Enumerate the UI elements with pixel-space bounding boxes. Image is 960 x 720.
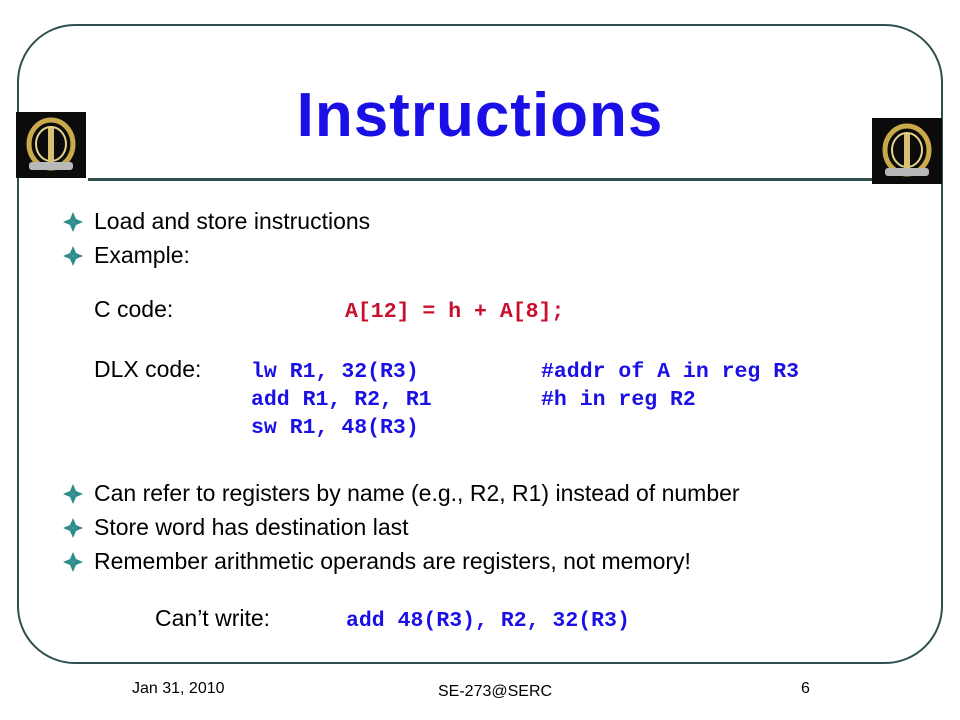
bullet-text: Load and store instructions xyxy=(94,208,371,234)
slide-frame xyxy=(17,24,943,664)
cant-write-code: add 48(R3), R2, 32(R3) xyxy=(346,609,630,633)
footer-date: Jan 31, 2010 xyxy=(132,680,225,697)
footer-center: SE-273@SERC xyxy=(438,683,553,700)
title-underline xyxy=(88,178,888,181)
dlx-instr-1: lw R1, 32(R3) xyxy=(251,360,419,384)
diamond-bullet-icon xyxy=(63,211,83,232)
bullet-item: Remember arithmetic operands are registe… xyxy=(62,548,691,575)
bullet-text: Store word has destination last xyxy=(94,514,409,540)
dlx-instr-3: sw R1, 48(R3) xyxy=(251,416,419,440)
diamond-bullet-icon xyxy=(63,483,83,504)
diamond-bullet-icon xyxy=(63,245,83,266)
bullet-item: Can refer to registers by name (e.g., R2… xyxy=(62,480,740,507)
cant-write-label: Can’t write: xyxy=(155,605,271,631)
bullet-item: Store word has destination last xyxy=(62,514,409,541)
bullet-text: Example: xyxy=(94,242,190,268)
c-code-label: C code: xyxy=(94,296,174,322)
dlx-comment-2: #h in reg R2 xyxy=(541,388,696,412)
bullet-text: Remember arithmetic operands are registe… xyxy=(94,548,691,574)
dlx-code-label: DLX code: xyxy=(94,356,202,382)
emblem-icon xyxy=(872,118,942,184)
bullet-text: Can refer to registers by name (e.g., R2… xyxy=(94,480,740,506)
slide-title: Instructions xyxy=(296,81,664,150)
footer-page-number: 6 xyxy=(801,680,810,697)
emblem-icon xyxy=(16,112,86,178)
bullet-item: Load and store instructions xyxy=(62,208,370,235)
dlx-instr-2: add R1, R2, R1 xyxy=(251,388,432,412)
diamond-bullet-icon xyxy=(63,551,83,572)
bullet-item: Example: xyxy=(62,242,190,269)
c-code-snippet: A[12] = h + A[8]; xyxy=(345,300,565,324)
dlx-comment-1: #addr of A in reg R3 xyxy=(541,360,800,384)
diamond-bullet-icon xyxy=(63,517,83,538)
